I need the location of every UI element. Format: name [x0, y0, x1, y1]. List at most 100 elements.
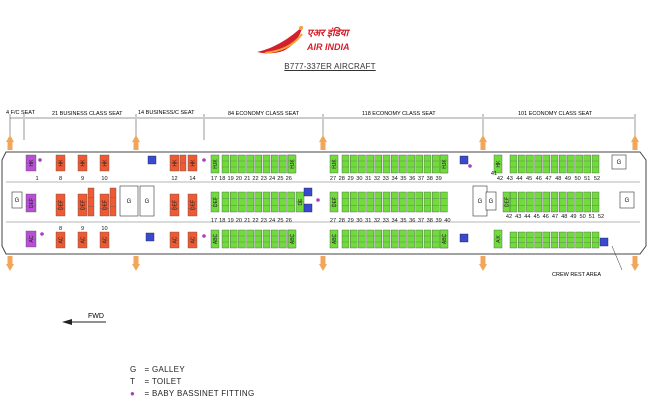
economy1-top-4	[254, 154, 263, 174]
economy2-mid-1-body	[350, 191, 358, 213]
economy3-mid-8-body	[575, 191, 583, 213]
fwd-arrow: FWD	[62, 313, 106, 325]
business-seats-top-8-letters: HK	[58, 159, 64, 167]
row-label-econ2-top-33: 33	[383, 176, 389, 182]
business-seats-mid-9-body	[77, 193, 88, 217]
door-arrow-bottom-icon-2-shaft	[320, 256, 326, 264]
economy2-bottom-4	[374, 229, 382, 249]
economy3-letters-top-letters: HK	[496, 160, 502, 168]
door-arrow-top-icon-2-shaft	[320, 142, 326, 150]
row-label-econ2-top-38: 38	[427, 176, 433, 182]
business-seats-top-8: HK	[55, 154, 66, 172]
economy3-bottom-5-body	[550, 231, 559, 249]
economy1-letters-bottom-end: ABC	[287, 229, 297, 249]
row-label-econ2-top-35: 35	[400, 176, 406, 182]
economy3-bottom-8	[575, 231, 583, 249]
door-arrow-top-icon-0-head	[6, 135, 14, 142]
business-c-seats-extra-top	[179, 154, 187, 172]
economy2-top-6-body	[391, 154, 399, 174]
economy2-letters-mid-body	[329, 191, 339, 213]
economy3-top-3	[534, 154, 542, 174]
economy2-letters-top-end-body	[439, 154, 449, 174]
economy1-top-3	[246, 154, 254, 174]
economy3-mid-2	[526, 191, 534, 213]
row-label-econ2-top-29: 29	[347, 176, 353, 182]
economy3-mid-4	[542, 191, 550, 213]
economy2-letters-bottom-body	[329, 229, 339, 249]
galley-business-2-box	[139, 185, 155, 217]
economy2-mid-10	[423, 191, 432, 213]
economy1-mid-4-body	[254, 191, 263, 213]
business-seats-center-a-body	[87, 187, 95, 217]
economy3-letters-bottom: A K	[493, 229, 503, 249]
business-c-seats-top-12-letters: HK	[172, 159, 178, 167]
door-arrow-top-icon-0	[6, 135, 14, 150]
first-seats-mid: DEF	[25, 193, 37, 213]
economy2-letters-top-letters: HJK	[332, 159, 338, 169]
door-arrow-bottom-icon-1	[132, 256, 140, 271]
toilet-5	[459, 155, 469, 165]
business-seats-bottom-10: AC	[99, 231, 110, 249]
economy1-mid-8-body	[287, 191, 295, 213]
row-label-econ3-mid-44: 44	[524, 214, 530, 220]
economy2-top-3	[366, 154, 374, 174]
economy1-letters-bottom-body	[210, 229, 220, 249]
economy3-mid-6	[559, 191, 567, 213]
economy3-mid-5	[550, 191, 559, 213]
economy2-mid-7	[399, 191, 407, 213]
business-seats-center-b	[109, 187, 117, 217]
economy1-mid-6	[271, 191, 279, 213]
first-seats-bottom: AC	[25, 230, 37, 248]
economy2-top-8-body	[407, 154, 415, 174]
first-seats-mid-letters: DEF	[29, 198, 35, 208]
business-c-seats-mid-14: DEF	[187, 193, 198, 217]
economy2-bottom-10	[423, 229, 432, 249]
business-seats-mid-9-letters: DEF	[80, 200, 86, 210]
toilet-7	[599, 237, 609, 247]
economy3-bottom-2-body	[526, 231, 534, 249]
economy1-mid-0	[221, 191, 230, 213]
galley-front-box	[11, 191, 23, 209]
economy1-top-6-body	[271, 154, 279, 174]
door-arrow-bottom-icon-3	[479, 256, 487, 271]
economy3-mid-7	[567, 191, 575, 213]
row-label-econ1-20: 20	[236, 176, 242, 182]
first-seats-bottom-letters: AC	[29, 235, 35, 242]
section-label-economy-2: 118 ECONOMY CLASS SEAT	[362, 111, 436, 117]
economy1-letters-mid-end: DE	[295, 191, 305, 213]
economy3-bottom-7	[567, 231, 575, 249]
row-label-lower-10: 10	[101, 226, 107, 232]
economy2-top-5	[382, 154, 391, 174]
economy3-mid-5-body	[550, 191, 559, 213]
row-label-econ2-30: 30	[356, 218, 362, 224]
economy2-mid-6	[391, 191, 399, 213]
row-label-econ3-mid-47: 47	[552, 214, 558, 220]
bassinet-dot-icon-0	[38, 158, 42, 162]
economy1-letters-bottom-end-letters: ABC	[290, 233, 296, 244]
economy2-top-5-body	[382, 154, 391, 174]
row-label-econ3-mid-48: 48	[561, 214, 567, 220]
economy2-bottom-2-body	[358, 229, 366, 249]
business-c-seats-top-14: HK	[187, 154, 198, 172]
legend-toilet-symbol: T	[130, 377, 136, 386]
economy2-bottom-3	[366, 229, 374, 249]
business-seats-mid-10: DEF	[99, 193, 110, 217]
economy2-bottom-5	[382, 229, 391, 249]
door-arrow-bottom-icon-4	[631, 256, 639, 271]
door-arrow-top-icon-3-head	[479, 135, 487, 142]
economy3-letters-top: HK	[493, 154, 503, 174]
economy2-letters-top-end: HJK	[439, 154, 449, 174]
galley-aft-top-box	[611, 154, 627, 170]
row-label-10: 10	[101, 176, 107, 182]
door-arrow-bottom-icon-2-head	[319, 264, 327, 271]
economy3-top-8-body	[575, 154, 583, 174]
economy1-bottom-4	[254, 229, 263, 249]
toilet-4	[303, 203, 313, 213]
galley-mid-label: G	[478, 199, 483, 205]
economy2-mid-2	[358, 191, 366, 213]
bassinet-dot-icon-2	[202, 158, 206, 162]
economy3-top-7-body	[567, 154, 575, 174]
economy3-mid-6-body	[559, 191, 567, 213]
economy2-top-6	[391, 154, 399, 174]
